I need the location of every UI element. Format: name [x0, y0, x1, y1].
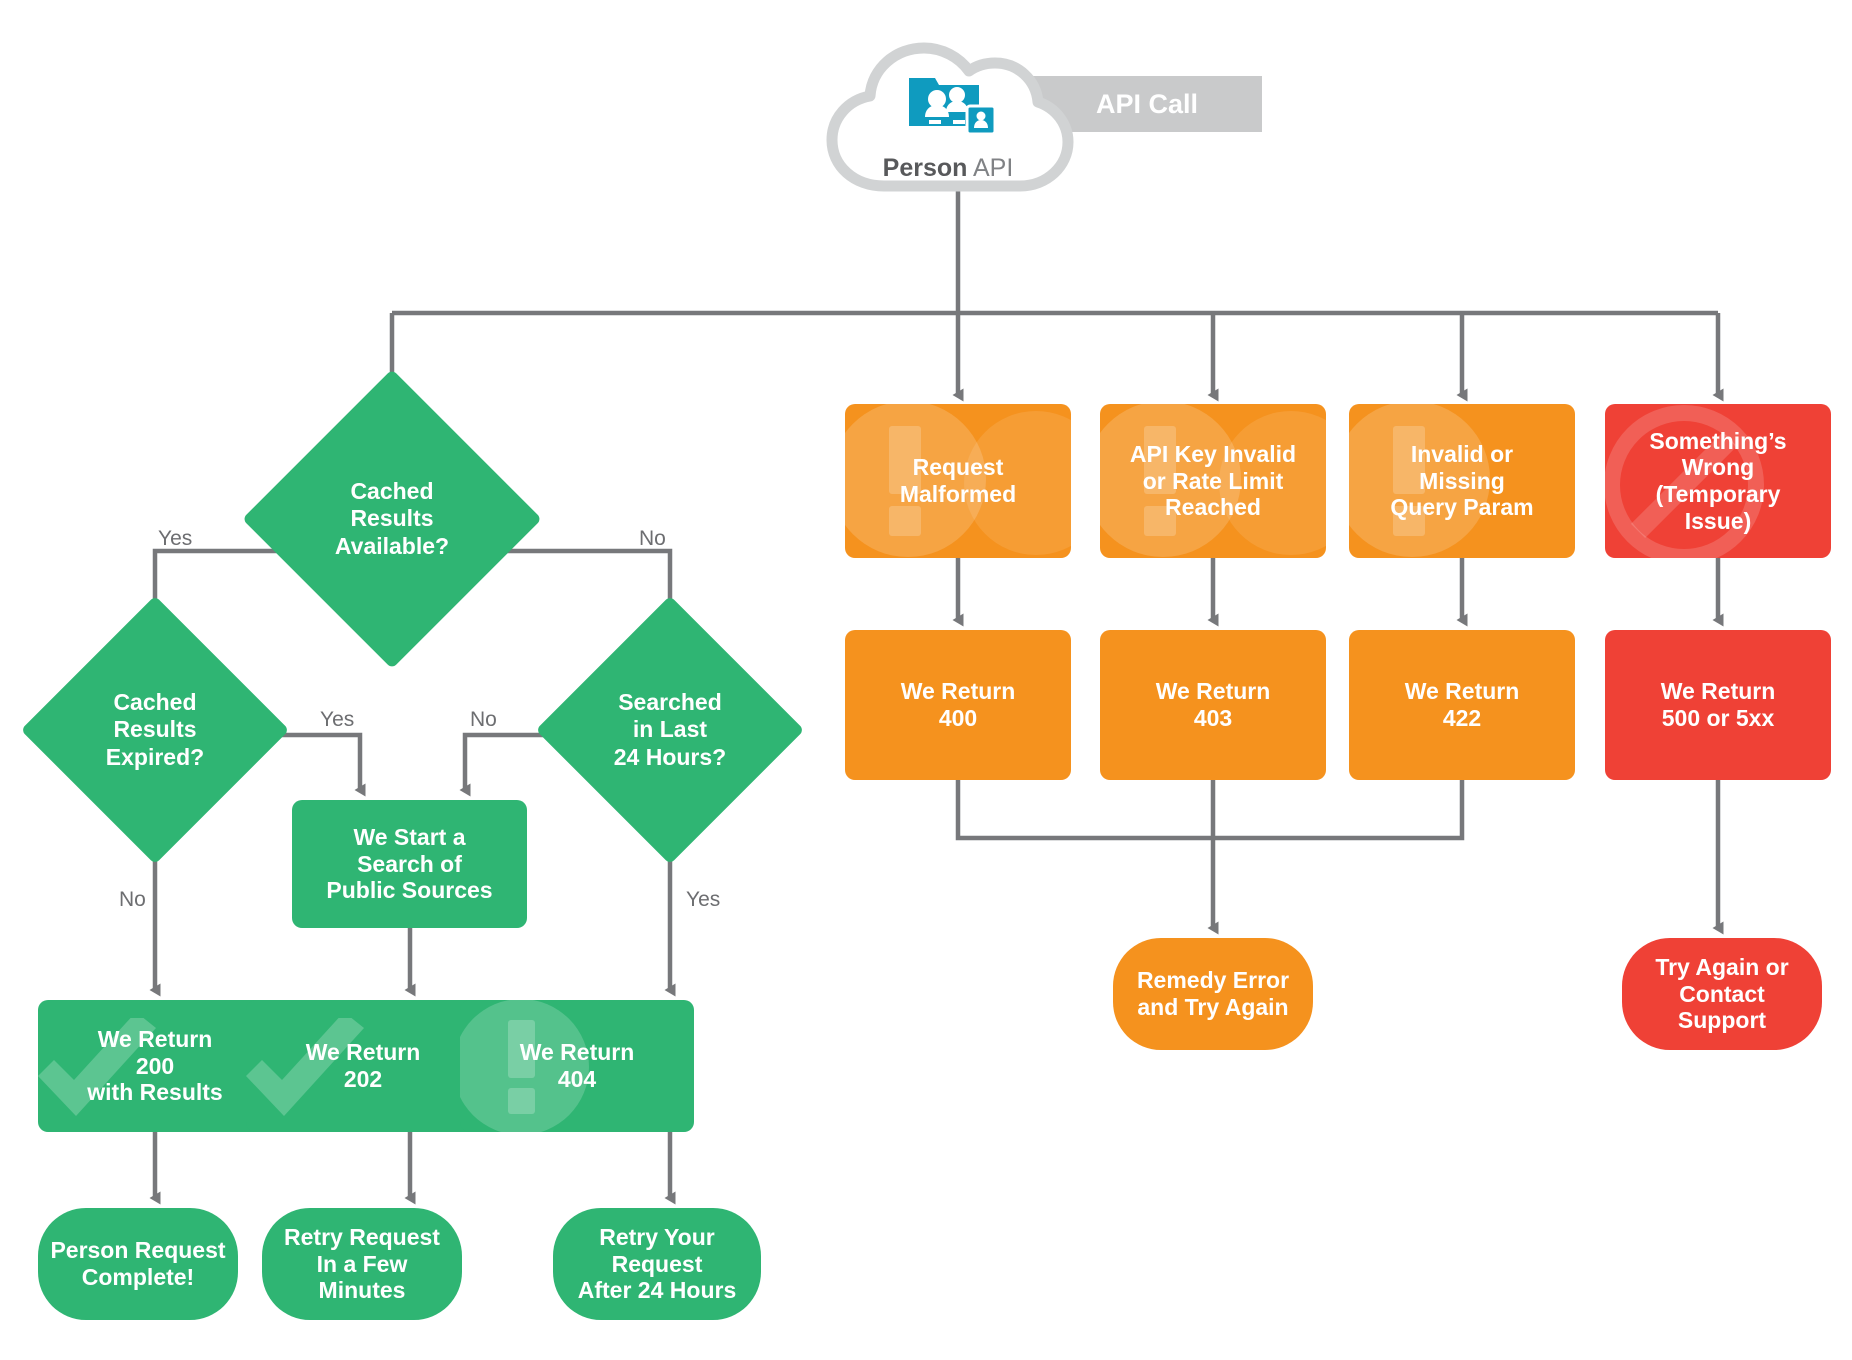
return-403-box[interactable]: We Return 403 [1100, 630, 1326, 780]
outcome-remedy-error[interactable]: Remedy Error and Try Again [1113, 938, 1313, 1050]
error-invalid-query-param[interactable]: Invalid or Missing Query Param [1349, 404, 1575, 558]
return-202-box[interactable]: We Return 202 [246, 1000, 480, 1132]
edge-label-expired-yes: Yes [320, 708, 355, 731]
cloud-label: Person API [818, 154, 1078, 188]
outcome-label: Remedy Error and Try Again [1136, 967, 1290, 1020]
return-404-box[interactable]: We Return 404 [460, 1000, 694, 1132]
edge-label-searched-yes: Yes [686, 888, 721, 911]
outcome-person-request-complete[interactable]: Person Request Complete! [38, 1208, 238, 1320]
api-call-label: API Call [1096, 88, 1199, 119]
error-api-key-invalid[interactable]: API Key Invalid or Rate Limit Reached [1100, 404, 1326, 558]
decision-cached-available[interactable]: Cached Results Available? [242, 369, 542, 669]
error-label: Invalid or Missing Query Param [1390, 440, 1534, 521]
decision-cached-expired[interactable]: Cached Results Expired? [20, 595, 290, 865]
outcome-retry-after-24h[interactable]: Retry Your Request After 24 Hours [553, 1208, 761, 1320]
outcome-retry-few-minutes[interactable]: Retry Request In a Few Minutes [262, 1208, 462, 1320]
outcome-label: Retry Your Request After 24 Hours [577, 1223, 737, 1304]
process-start-search[interactable]: We Start a Search of Public Sources [292, 800, 527, 928]
edge-label-available-yes: Yes [158, 527, 193, 550]
edge-label-expired-no: No [119, 888, 146, 911]
return-label: We Return 202 [305, 1039, 421, 1092]
return-label: We Return 422 [1404, 678, 1520, 731]
decision-searched-24h[interactable]: Searched in Last 24 Hours? [535, 595, 805, 865]
return-label: We Return 400 [900, 678, 1016, 731]
outcome-label: Try Again or Contact Support [1655, 953, 1789, 1034]
cloud-label-rest: API [967, 154, 1014, 182]
edge-label-searched-no: No [470, 708, 497, 731]
error-label: Request Malformed [899, 454, 1017, 507]
decision-label: Cached Results Expired? [105, 689, 205, 770]
outcome-label: Person Request Complete! [50, 1237, 226, 1290]
return-label: We Return 403 [1155, 678, 1271, 731]
cloud-label-bold: Person [882, 154, 968, 182]
return-422-box[interactable]: We Return 422 [1349, 630, 1575, 780]
return-500-box[interactable]: We Return 500 or 5xx [1605, 630, 1831, 780]
outcome-try-again-support[interactable]: Try Again or Contact Support [1622, 938, 1822, 1050]
api-call-banner: API Call [1000, 76, 1262, 132]
error-label: Something’s Wrong (Temporary Issue) [1649, 427, 1787, 534]
return-label: We Return 500 or 5xx [1660, 678, 1776, 731]
return-200-box[interactable]: We Return 200 with Results [38, 1000, 272, 1132]
edge-label-available-no: No [639, 527, 666, 550]
outcome-label: Retry Request In a Few Minutes [284, 1223, 440, 1304]
decision-label: Cached Results Available? [334, 478, 450, 559]
people-folder-icon [909, 78, 997, 136]
return-400-box[interactable]: We Return 400 [845, 630, 1071, 780]
decision-label: Searched in Last 24 Hours? [613, 689, 727, 770]
error-label: API Key Invalid or Rate Limit Reached [1129, 440, 1297, 521]
error-somethings-wrong[interactable]: Something’s Wrong (Temporary Issue) [1605, 404, 1831, 558]
return-label: We Return 404 [519, 1039, 635, 1092]
error-request-malformed[interactable]: Request Malformed [845, 404, 1071, 558]
process-label: We Start a Search of Public Sources [326, 823, 493, 904]
return-label: We Return 200 with Results [87, 1025, 223, 1106]
